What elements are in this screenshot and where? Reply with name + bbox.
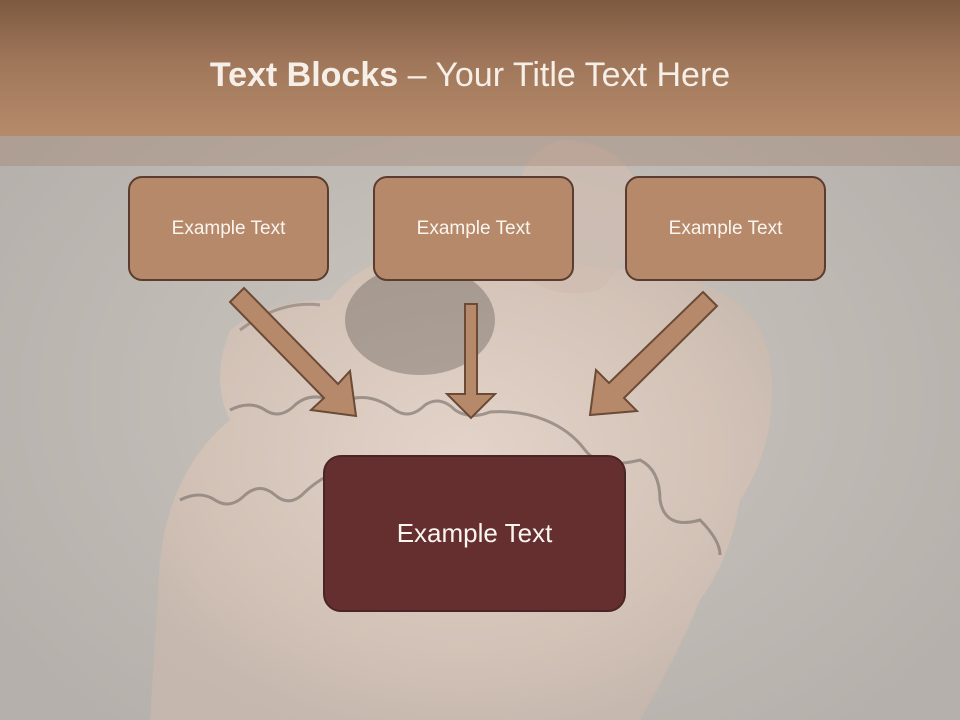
text-block-2[interactable]: Example Text [373, 176, 574, 281]
text-block-3[interactable]: Example Text [625, 176, 826, 281]
title-bold-part: Text Blocks [209, 56, 399, 94]
arrow-right [588, 290, 719, 417]
header-bar [0, 0, 960, 136]
slide-title: Text Blocks – Your Title Text Here [0, 52, 940, 98]
text-block-1-label: Example Text [171, 217, 286, 239]
text-block-1[interactable]: Example Text [128, 176, 329, 281]
arrow-center [444, 303, 498, 420]
text-block-2-label: Example Text [416, 217, 531, 239]
main-text-block[interactable]: Example Text [323, 455, 626, 612]
text-block-3-label: Example Text [668, 217, 783, 239]
header-strip [0, 136, 960, 166]
title-rest-part: Your Title Text Here [435, 56, 731, 94]
main-text-block-label: Example Text [396, 518, 553, 548]
arrow-left [228, 286, 358, 418]
title-separator: – [398, 56, 436, 94]
